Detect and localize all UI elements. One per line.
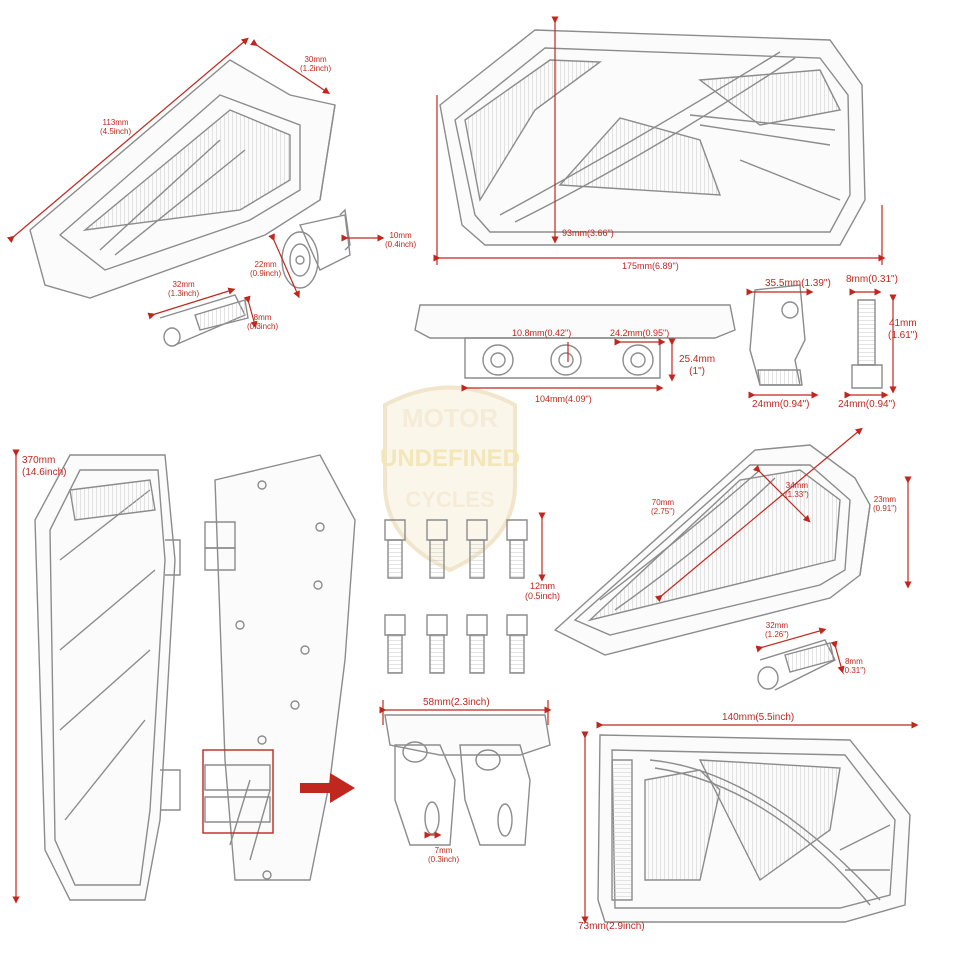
dim-34mm: 34mm(1.33") — [785, 481, 809, 500]
dim-32mm: 32mm(1.3inch) — [168, 280, 200, 299]
dim-22mm: 22mm(0.9inch) — [250, 260, 282, 279]
dim-370mm: 370mm(14.6inch) — [22, 455, 67, 478]
dim-35-5mm: 35.5mm(1.39") — [765, 278, 831, 289]
dim-7mm: 7mm(0.3inch) — [428, 846, 460, 865]
clamp-pair — [384, 714, 551, 846]
watermark-line2: UNDEFINED — [379, 445, 520, 472]
hex-bolt-set — [384, 519, 528, 674]
clamp-piece — [749, 284, 806, 386]
dim-73mm: 73mm(2.9inch) — [578, 921, 645, 932]
dim-140mm: 140mm(5.5inch) — [722, 712, 795, 723]
back-plate — [202, 454, 356, 881]
dim-70mm: 70mm(2.75") — [651, 498, 675, 517]
dim-175mm: 175mm(6.89") — [622, 261, 679, 271]
bolt-right — [757, 639, 836, 691]
long-bolt — [851, 299, 883, 389]
watermark-line3: CYCLES — [405, 487, 495, 512]
hex-adapter — [281, 208, 351, 289]
dim-10mm: 10mm(0.4inch) — [385, 231, 417, 250]
dim-8mm-right: 8mm(0.31") — [842, 657, 866, 676]
dim-10-8mm: 10.8mm(0.42") — [512, 328, 572, 338]
watermark-shield-icon — [383, 385, 517, 573]
dim-24mm-bolt: 24mm(0.94") — [838, 399, 896, 410]
callout-arrow — [300, 773, 355, 803]
dim-30mm: 30mm(1.2inch) — [300, 55, 332, 74]
dim-23mm: 23mm(0.91") — [873, 495, 897, 514]
dim-25-4mm: 25.4mm(1") — [679, 354, 716, 377]
watermark-line1: MOTOR — [401, 403, 499, 433]
footboard-top-right — [439, 29, 866, 246]
angled-peg-right — [553, 444, 871, 656]
dim-24mm-clamp: 24mm(0.94") — [752, 399, 810, 410]
footboard-bottom-right — [597, 734, 911, 923]
angled-peg-top-left — [29, 59, 336, 299]
dim-104mm: 104mm(4.09") — [535, 394, 592, 404]
dim-8mm: 8mm(0.3inch) — [247, 313, 279, 332]
dim-8mm-bolt: 8mm(0.31") — [846, 274, 898, 285]
dim-12mm: 12mm(0.5inch) — [525, 581, 561, 602]
dim-32mm-right: 32mm(1.26") — [765, 621, 789, 640]
watermark-shield: MOTOR UNDEFINED CYCLES — [365, 375, 535, 575]
dim-93mm: 93mm(3.66") — [562, 228, 614, 238]
dim-41mm: 41mm(1.61") — [888, 318, 918, 341]
dim-24-2mm: 24.2mm(0.95") — [610, 328, 670, 338]
dim-58mm: 58mm(2.3inch) — [423, 697, 490, 708]
tall-footboard-left — [34, 454, 181, 901]
dim-113mm: 113mm(4.5inch) — [100, 118, 132, 137]
bolt-top-left — [159, 294, 249, 347]
